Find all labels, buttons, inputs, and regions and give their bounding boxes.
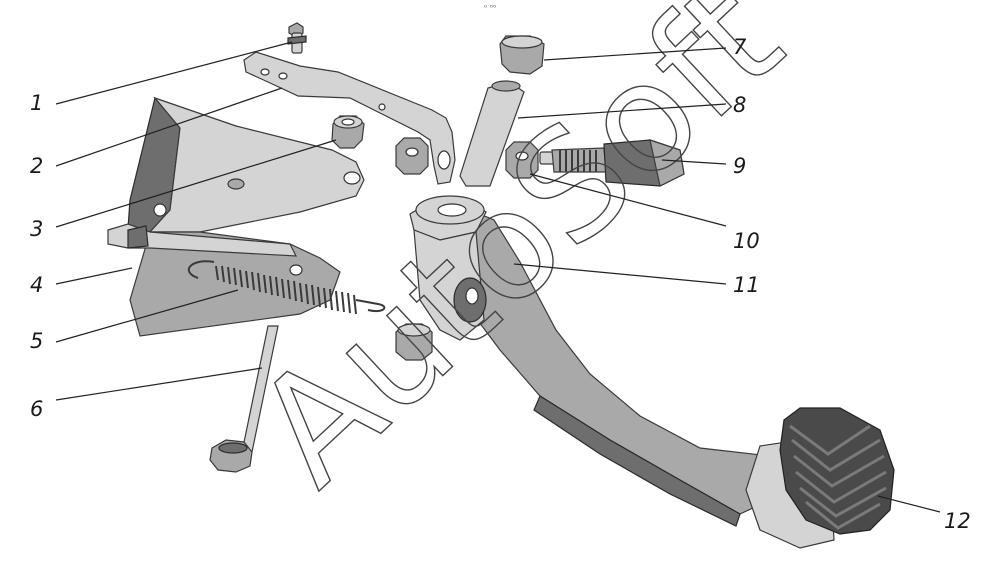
callout-9: 9 — [733, 154, 746, 178]
leader-12 — [877, 495, 941, 513]
leader-8 — [517, 103, 727, 119]
part-sleeve — [459, 80, 525, 187]
part-pedal-pad — [745, 407, 895, 549]
part-bracket-strip — [243, 51, 456, 185]
callout-3: 3 — [30, 217, 43, 241]
callout-1: 1 — [30, 91, 43, 115]
leader-7 — [543, 47, 727, 61]
part-nut-a — [395, 137, 429, 175]
leader-6 — [55, 367, 263, 401]
callout-8: 8 — [733, 93, 746, 117]
part-bushing — [499, 35, 545, 75]
leader-9 — [661, 159, 727, 165]
callout-6: 6 — [30, 397, 43, 421]
leader-10 — [529, 173, 727, 227]
part-switch — [539, 139, 685, 187]
leader-1 — [55, 41, 293, 105]
part-flange-nut — [331, 115, 365, 149]
callout-7: 7 — [733, 35, 747, 59]
callouts: 1 2 3 4 5 6 7 8 9 10 11 12 — [30, 35, 971, 533]
callout-12: 12 — [944, 509, 971, 533]
leader-5 — [55, 289, 239, 343]
part-nut-b — [505, 141, 539, 179]
corner-mark: ᵒ ᵒᵒ — [484, 3, 496, 12]
callout-2: 2 — [30, 154, 43, 178]
callout-4: 4 — [30, 273, 43, 297]
callout-11: 11 — [733, 273, 760, 297]
leader-4 — [55, 267, 133, 285]
leader-3 — [55, 139, 337, 228]
part-nut-c — [395, 323, 433, 361]
callout-5: 5 — [30, 329, 43, 353]
callout-10: 10 — [733, 229, 760, 253]
leader-2 — [55, 87, 283, 167]
part-bolt-small — [287, 22, 307, 54]
leader-lines — [55, 41, 941, 513]
part-long-bolt — [209, 325, 279, 473]
leader-11 — [513, 263, 727, 285]
part-return-spring — [187, 260, 386, 315]
part-pedal-lever — [409, 195, 771, 527]
